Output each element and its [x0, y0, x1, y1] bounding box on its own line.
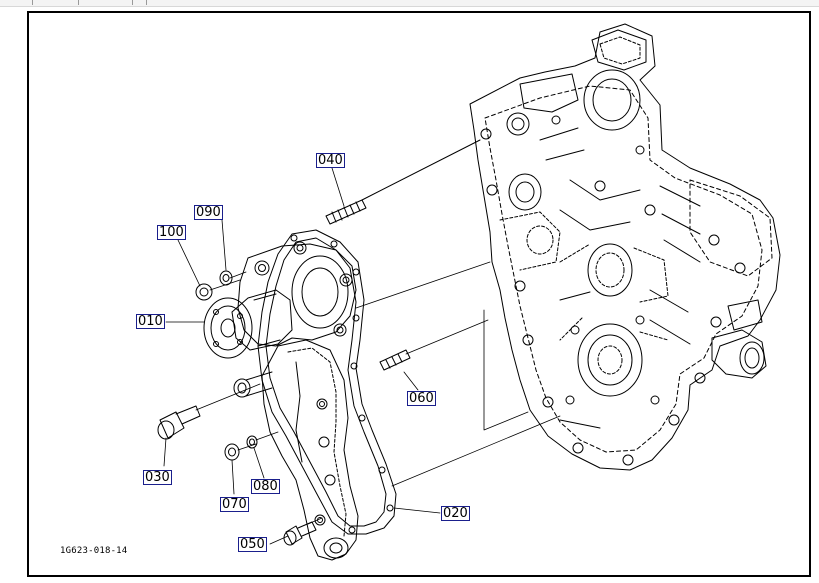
callout-070[interactable]: 070 [220, 497, 249, 512]
water-pump-body [203, 241, 359, 561]
nut-100 [195, 283, 213, 301]
bolt-050 [283, 521, 317, 546]
nut-070 [224, 443, 240, 461]
stud-bolt-060 [379, 349, 411, 371]
assembly-lines [195, 261, 561, 525]
stud-bolt-040 [325, 139, 481, 225]
callout-050[interactable]: 050 [238, 537, 267, 552]
water-pump-gasket [257, 229, 397, 535]
figure-code: 1G623-018-14 [60, 546, 128, 556]
callout-010[interactable]: 010 [136, 314, 165, 329]
toolbar-separator [146, 0, 147, 5]
gear-case-housing [469, 23, 781, 471]
top-toolbar-strip [0, 0, 819, 7]
callout-040[interactable]: 040 [316, 153, 345, 168]
diagram-frame [27, 11, 811, 577]
toolbar-separator [32, 0, 33, 5]
callout-100[interactable]: 100 [157, 225, 186, 240]
toolbar-separator [132, 0, 133, 5]
leader-lines [163, 167, 441, 545]
callout-020[interactable]: 020 [441, 506, 470, 521]
callout-080[interactable]: 080 [251, 479, 280, 494]
bolt-030 [157, 405, 201, 440]
callout-060[interactable]: 060 [407, 391, 436, 406]
callout-030[interactable]: 030 [143, 470, 172, 485]
toolbar-separator [78, 0, 79, 5]
callout-090[interactable]: 090 [194, 205, 223, 220]
